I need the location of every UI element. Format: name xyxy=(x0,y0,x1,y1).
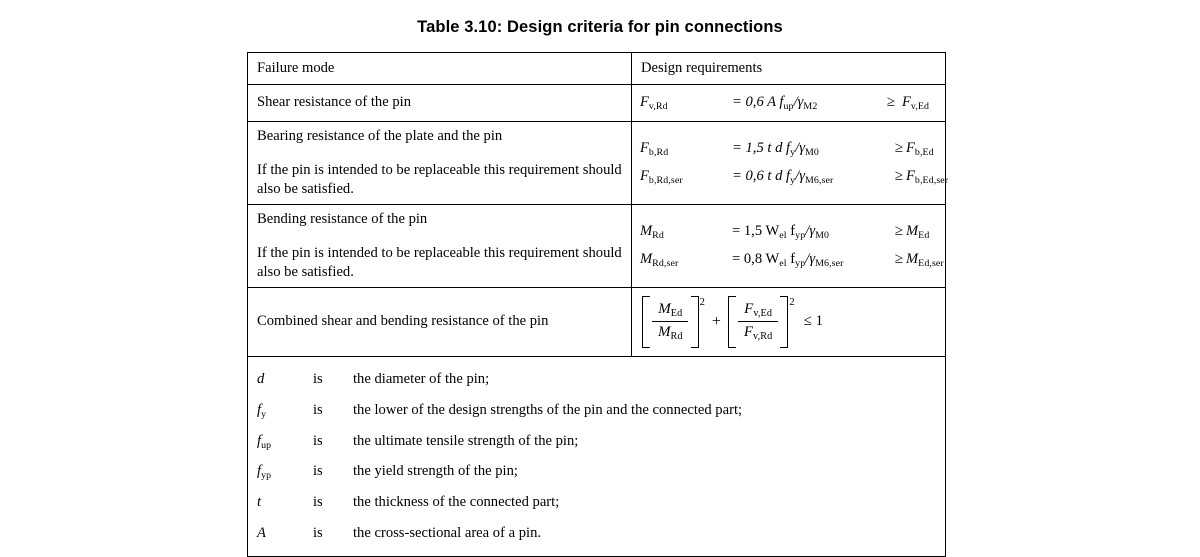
formula-target: MEd xyxy=(906,222,930,241)
formula-rhs: = 0,6 t d fy/γM6,ser xyxy=(732,167,834,186)
cell-requirement-bending: MRd = 1,5 Wel fyp/γM0 ≥ MEd MRd,ser = 0,… xyxy=(631,203,946,288)
legend-list: d is the diameter of the pin; fy is the … xyxy=(248,357,945,557)
table-row: Shear resistance of the pin Fv,Rd = 0,6 … xyxy=(247,84,946,122)
combined-relation: ≤ 1 xyxy=(803,313,824,330)
formula-target: Fv,Ed xyxy=(902,94,930,112)
exponent: 2 xyxy=(789,296,795,308)
legend-symbol: d xyxy=(257,371,265,388)
legend-definition: the thickness of the connected part; xyxy=(353,494,560,511)
table-row: Bending resistance of the pin If the pin… xyxy=(247,203,946,288)
table-header-row: Failure mode Design requirements xyxy=(247,52,946,85)
fraction-denominator: MRd xyxy=(658,324,683,342)
failure-mode-label: Bearing resistance of the plate and the … xyxy=(257,127,503,144)
header-failure-mode-label: Failure mode xyxy=(257,60,335,76)
formula-rhs: = 0,6 A fup/γM2 xyxy=(732,94,818,112)
cell-failure-mode-combined: Combined shear and bending resistance of… xyxy=(247,286,632,357)
legend-definition: the ultimate tensile strength of the pin… xyxy=(353,432,579,449)
failure-mode-note: If the pin is intended to be replaceable… xyxy=(257,161,622,197)
failure-mode-label: Shear resistance of the pin xyxy=(257,94,411,111)
list-item: fy is the lower of the design strengths … xyxy=(248,395,945,426)
formula-lhs: MRd xyxy=(640,222,664,241)
legend-definition: the yield strength of the pin; xyxy=(353,463,518,480)
formula-group: Fv,Rd = 0,6 A fup/γM2 ≥ Fv,Ed xyxy=(632,85,945,121)
legend-symbol: t xyxy=(257,494,262,511)
legend-is-label: is xyxy=(313,524,323,541)
fraction-denominator: Fv,Rd xyxy=(743,324,773,342)
exponent: 2 xyxy=(699,296,705,308)
formula-lhs: Fb,Rd,ser xyxy=(640,167,683,186)
formula-relation: ≥ xyxy=(886,94,896,111)
legend-definition: the lower of the design strengths of the… xyxy=(353,401,743,418)
formula-group: MRd = 1,5 Wel fyp/γM0 ≥ MEd MRd,ser = 0,… xyxy=(632,214,945,278)
failure-mode-note: If the pin is intended to be replaceable… xyxy=(257,244,622,280)
formula-relation: ≥ xyxy=(894,251,904,267)
formula-target: Fb,Ed,ser xyxy=(906,167,949,186)
legend-symbol: A xyxy=(257,524,266,541)
fraction-numerator: Fv,Ed xyxy=(738,301,779,323)
formula-group: Fb,Rd = 1,5 t d fy/γM0 ≥ Fb,Ed Fb,Rd,ser… xyxy=(632,131,949,195)
fraction-2: Fv,Ed Fv,Rd xyxy=(738,301,779,343)
bracket-left-icon xyxy=(727,295,736,348)
formula-lhs: Fv,Rd xyxy=(640,94,668,112)
plus-operator: + xyxy=(711,312,721,330)
bracket-left-icon xyxy=(642,295,650,348)
cell-requirement-combined: MEd MRd 2 + Fv,Ed Fv,Rd xyxy=(631,286,946,357)
legend-symbol: fyp xyxy=(257,463,272,482)
legend-definition: the diameter of the pin; xyxy=(353,371,490,388)
cell-failure-mode-bending: Bending resistance of the pin If the pin… xyxy=(247,203,632,288)
cell-requirement-shear: Fv,Rd = 0,6 A fup/γM2 ≥ Fv,Ed xyxy=(631,84,946,122)
header-design-requirements-label: Design requirements xyxy=(641,60,763,76)
bracket-right-icon xyxy=(780,295,789,348)
header-cell-design-requirements: Design requirements xyxy=(631,52,946,85)
list-item: fup is the ultimate tensile strength of … xyxy=(248,426,945,457)
failure-mode-label: Bending resistance of the pin xyxy=(257,210,428,227)
formula-relation: ≥ xyxy=(894,168,904,185)
cell-failure-mode-shear: Shear resistance of the pin xyxy=(247,84,632,122)
list-item: fyp is the yield strength of the pin; xyxy=(248,457,945,488)
failure-mode-label: Combined shear and bending resistance of… xyxy=(257,313,549,330)
legend-is-label: is xyxy=(313,463,323,480)
list-item: A is the cross-sectional area of a pin. xyxy=(248,518,945,549)
legend-symbol: fup xyxy=(257,432,272,451)
formula-rhs: = 1,5 Wel fyp/γM0 xyxy=(732,222,830,241)
legend-symbol: fy xyxy=(257,401,267,420)
legend-definition: the cross-sectional area of a pin. xyxy=(353,524,542,541)
formula-lhs: MRd,ser xyxy=(640,250,679,269)
bracket-group-2: Fv,Ed Fv,Rd 2 xyxy=(727,295,795,348)
design-criteria-table: Failure mode Design requirements Shear r… xyxy=(247,52,949,557)
legend-is-label: is xyxy=(313,371,323,388)
combined-formula: MEd MRd 2 + Fv,Ed Fv,Rd xyxy=(632,288,945,356)
table-legend-row: d is the diameter of the pin; fy is the … xyxy=(247,355,946,557)
fraction-numerator: MEd xyxy=(652,301,689,323)
legend-is-label: is xyxy=(313,432,323,449)
fraction-1: MEd MRd xyxy=(652,301,689,343)
bracket-right-icon xyxy=(690,295,699,348)
formula-lhs: Fb,Rd xyxy=(640,139,669,158)
formula-relation: ≥ xyxy=(894,223,904,240)
list-item: d is the diameter of the pin; xyxy=(248,365,945,396)
table-row: Combined shear and bending resistance of… xyxy=(247,286,946,357)
bracket-group-1: MEd MRd 2 xyxy=(642,295,705,348)
header-cell-failure-mode: Failure mode xyxy=(247,52,632,85)
formula-target: MEd,ser xyxy=(906,250,944,269)
legend-is-label: is xyxy=(313,494,323,511)
table-row: Bearing resistance of the plate and the … xyxy=(247,120,949,205)
cell-failure-mode-bearing: Bearing resistance of the plate and the … xyxy=(247,120,632,205)
legend-is-label: is xyxy=(313,401,323,418)
page-title: Table 3.10: Design criteria for pin conn… xyxy=(417,18,783,36)
cell-legend: d is the diameter of the pin; fy is the … xyxy=(247,355,946,557)
formula-target: Fb,Ed xyxy=(906,139,934,158)
formula-relation: ≥ xyxy=(894,140,904,157)
list-item: t is the thickness of the connected part… xyxy=(248,488,945,519)
cell-requirement-bearing: Fb,Rd = 1,5 t d fy/γM0 ≥ Fb,Ed Fb,Rd,ser… xyxy=(631,120,949,205)
formula-rhs: = 0,8 Wel fyp/γM6,ser xyxy=(732,250,844,269)
formula-rhs: = 1,5 t d fy/γM0 xyxy=(732,139,819,158)
